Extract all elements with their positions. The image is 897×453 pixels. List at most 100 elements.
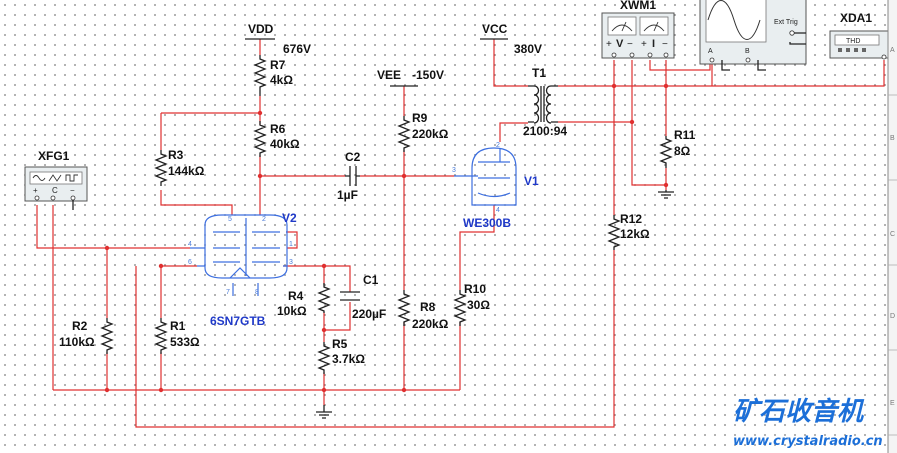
resistor-r12: R12 12kΩ <box>607 212 650 250</box>
capacitor-c1: C1 220µF <box>340 273 386 321</box>
ruler-letter-c: C <box>890 231 895 238</box>
c1-value: 220µF <box>352 307 386 321</box>
vcc-source: VCC 380V <box>480 22 542 56</box>
watermark-title: 矿石收音机 <box>733 397 865 427</box>
transformer-t1: T1 2100:94 <box>523 66 567 138</box>
resistor-r4: R4 10kΩ <box>277 283 331 318</box>
r2-name: R2 <box>72 319 88 333</box>
xwm1-current-label: I <box>652 38 655 50</box>
v2-pin1: 1 <box>289 241 293 248</box>
r6-value: 40kΩ <box>270 137 300 151</box>
sheet-ruler: A B C D E <box>887 0 897 453</box>
junctions <box>104 83 669 393</box>
r3-value: 144kΩ <box>168 164 205 178</box>
r3-name: R3 <box>168 148 184 162</box>
tube-v2: 5 2 4 1 6 3 7 8 V2 6SN7GTB <box>188 211 297 328</box>
ground-symbol-output <box>658 190 674 199</box>
v2-pin3: 3 <box>289 259 293 266</box>
v1-type: WE300B <box>463 216 511 230</box>
vcc-name: VCC <box>482 22 508 36</box>
ruler-letter-d: D <box>890 313 895 320</box>
ground-symbol <box>316 411 332 419</box>
svg-text:−: − <box>627 39 633 50</box>
vee-name: VEE <box>377 68 401 82</box>
voltmeter-gauge-icon <box>611 21 633 32</box>
function-generator-xfg1[interactable]: XFG1 + C − <box>24 149 88 210</box>
ammeter-gauge-icon <box>643 21 665 32</box>
xfg1-name: XFG1 <box>38 149 70 163</box>
scope-channel-a: A <box>708 48 713 55</box>
r2-value: 110kΩ <box>59 335 95 349</box>
v2-name: V2 <box>282 211 297 225</box>
resistor-r1: R1 533Ω <box>154 318 200 354</box>
svg-text:+: + <box>33 186 38 195</box>
wires <box>36 39 885 428</box>
svg-text:−: − <box>662 39 668 50</box>
resistor-r6: R6 40kΩ <box>253 121 300 157</box>
v2-pin2: 2 <box>262 216 266 223</box>
v2-pin7: 7 <box>226 289 230 296</box>
xwm1-voltage-label: V <box>616 38 624 50</box>
t1-name: T1 <box>532 66 546 80</box>
capacitor-c2: C2 1µF <box>337 150 361 202</box>
r12-name: R12 <box>620 212 642 226</box>
r10-value: 30Ω <box>467 298 490 312</box>
xwm1-name: XWM1 <box>620 0 656 12</box>
r5-value: 3.7kΩ <box>332 352 365 366</box>
sine-trace-icon <box>707 0 761 40</box>
r10-name: R10 <box>464 282 486 296</box>
resistor-r5: R5 3.7kΩ <box>317 337 365 374</box>
vee-value: -150V <box>412 68 444 82</box>
c2-name: C2 <box>345 150 361 164</box>
r1-value: 533Ω <box>170 335 200 349</box>
scope-ext-trig-label: Ext Trig <box>774 19 798 26</box>
svg-text:C: C <box>52 186 58 195</box>
vdd-source: VDD 676V <box>245 22 311 56</box>
wattmeter-xwm1[interactable]: XWM1 + V − + I − <box>601 0 675 59</box>
svg-text:+: + <box>641 39 647 50</box>
v2-pin5: 5 <box>228 216 232 223</box>
v2-type: 6SN7GTB <box>210 314 266 328</box>
distortion-analyzer-xda1[interactable]: XDA1 THD <box>829 11 889 60</box>
r9-name: R9 <box>412 111 428 125</box>
oscilloscope[interactable]: Ext Trig A B <box>699 0 807 71</box>
triangle-wave-icon <box>48 174 62 182</box>
ruler-letter-e: E <box>890 400 895 407</box>
v2-pin8: 8 <box>255 289 259 296</box>
v1-grid-pin: 3 <box>452 167 456 174</box>
ruler-letter-b: B <box>890 135 895 142</box>
vee-source: VEE -150V <box>377 68 444 87</box>
xda1-name: XDA1 <box>840 11 872 25</box>
scope-screen <box>705 0 767 43</box>
r12-value: 12kΩ <box>620 227 650 241</box>
xda1-display-label: THD <box>846 38 860 45</box>
c2-value: 1µF <box>337 188 358 202</box>
v1-plate-pin: 2 <box>496 142 500 149</box>
r11-value: 8Ω <box>674 144 691 158</box>
r7-name: R7 <box>270 58 286 72</box>
r9-value: 220kΩ <box>412 127 449 141</box>
r4-name: R4 <box>288 289 304 303</box>
r1-name: R1 <box>170 319 186 333</box>
resistor-r8: R8 220kΩ <box>397 290 449 331</box>
t1-value: 2100:94 <box>523 124 567 138</box>
vdd-name: VDD <box>248 22 274 36</box>
ruler-letter-a: A <box>890 47 895 54</box>
svg-text:−: − <box>70 186 75 195</box>
resistor-r3: R3 144kΩ <box>154 148 205 186</box>
resistor-r9: R9 220kΩ <box>397 111 449 152</box>
sine-wave-icon <box>32 175 46 181</box>
r8-name: R8 <box>420 300 436 314</box>
vcc-value: 380V <box>514 42 542 56</box>
resistor-r7: R7 4kΩ <box>253 55 293 96</box>
r5-name: R5 <box>332 337 348 351</box>
resistor-r2: R2 110kΩ <box>59 318 114 354</box>
r7-value: 4kΩ <box>270 73 293 87</box>
v1-name: V1 <box>524 174 539 188</box>
resistor-r10: R10 30Ω <box>453 282 490 326</box>
tube-v1: 2 3 4 V1 WE300B <box>452 142 539 230</box>
watermark: 矿石收音机 www.crystalradio.cn <box>733 397 883 449</box>
r11-name: R11 <box>674 128 696 142</box>
watermark-url: www.crystalradio.cn <box>733 434 883 449</box>
